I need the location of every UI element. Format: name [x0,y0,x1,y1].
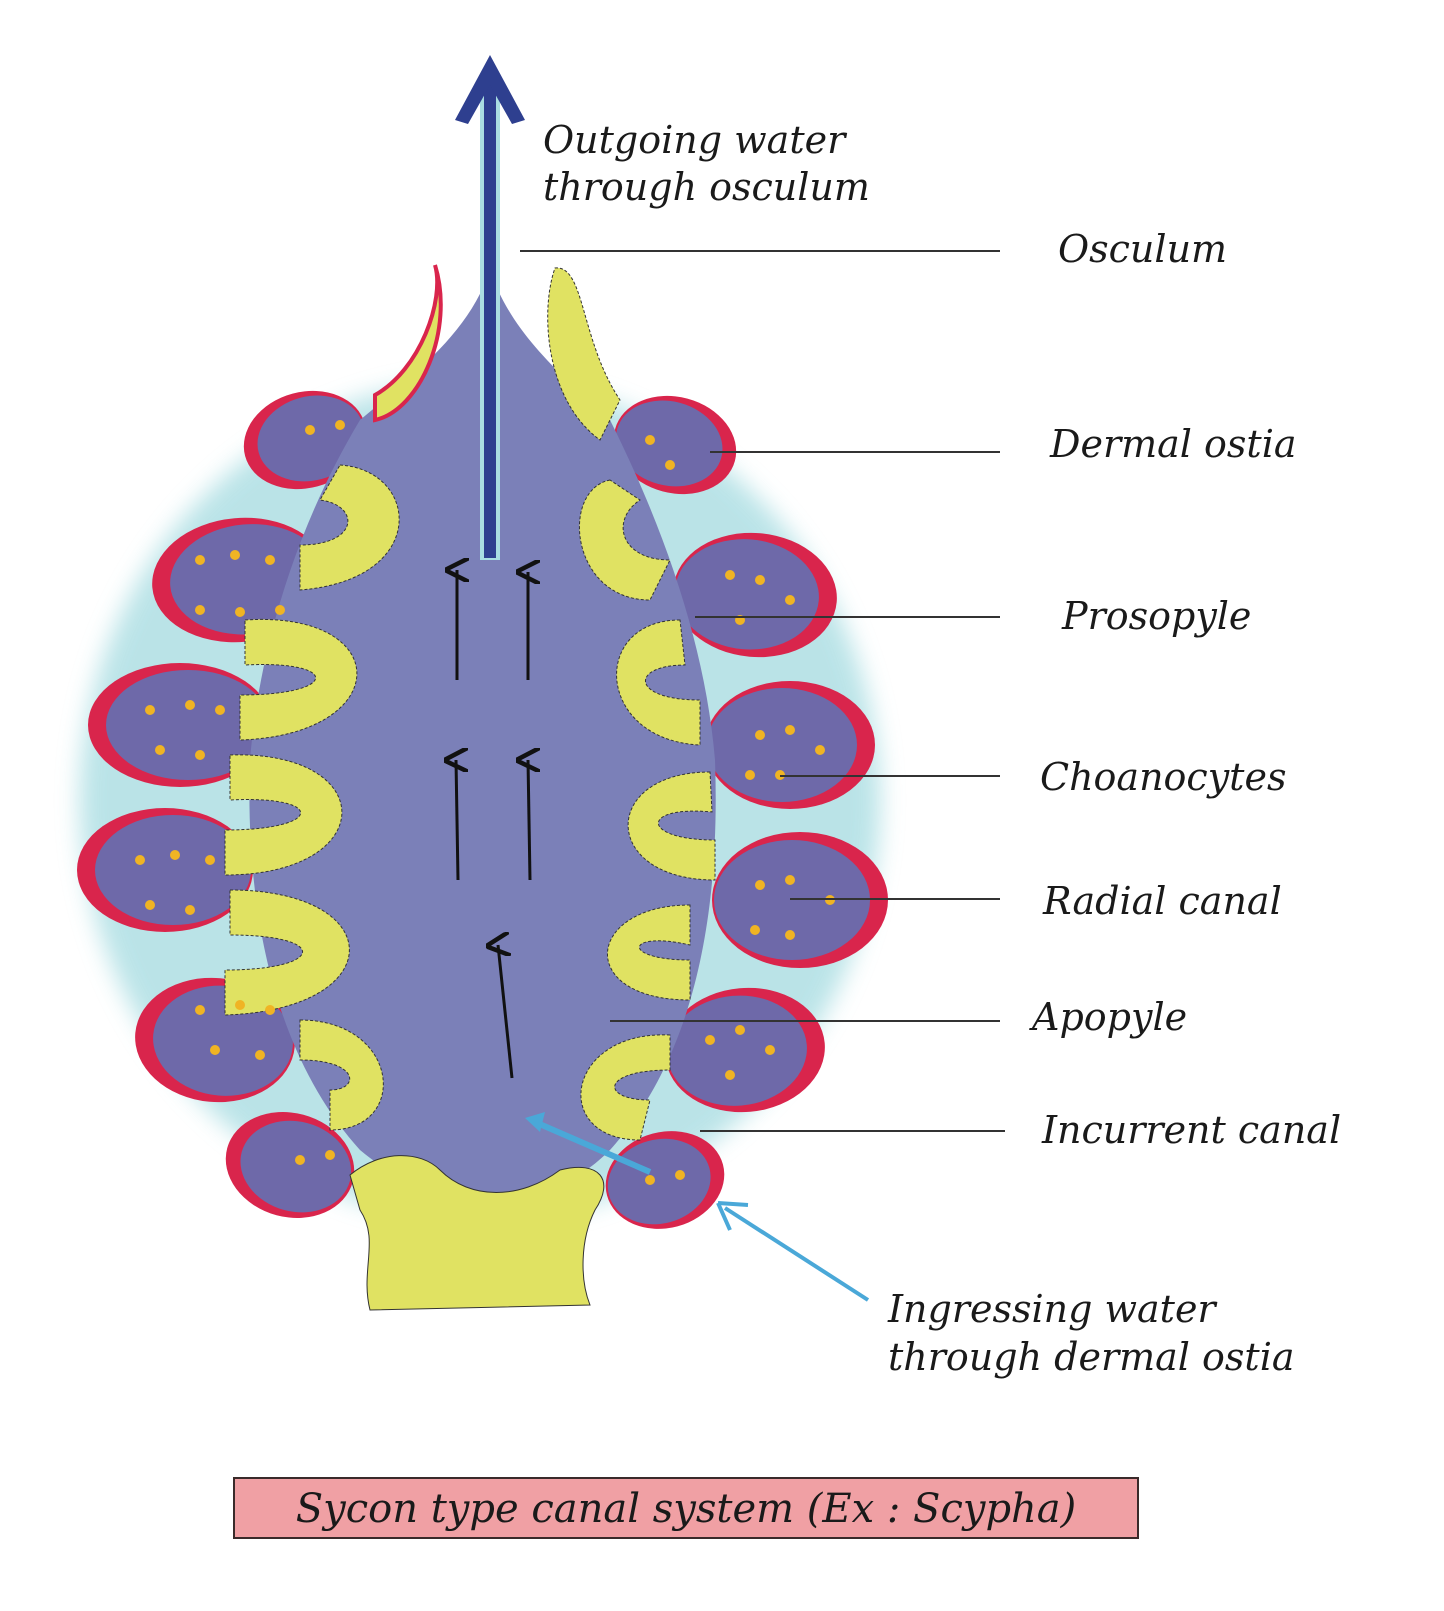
label-ingressing-line2: through dermal ostia [888,1335,1295,1379]
base-yellow [349,1155,605,1311]
lobe-left [225,1112,355,1218]
label-apopyle: Apopyle [1029,995,1187,1039]
lobe-left [77,808,253,932]
leader-lines [520,250,1005,1132]
label-osculum: Osculum [1058,227,1227,271]
lobe-right [673,532,837,658]
flow-arrows [456,570,530,1079]
lobe-right [613,395,737,495]
label-dermal-ostia: Dermal ostia [1049,422,1297,466]
label-radial-canal: Radial canal [1042,879,1282,923]
lobe-right [665,987,825,1113]
outgoing-water-arrow [455,55,525,560]
caption-box [233,1477,1139,1539]
label-choanocytes: Choanocytes [1040,755,1286,799]
label-outgoing-line2: through osculum [543,165,870,209]
incurrent-canals [224,264,716,1311]
radial-canals [77,390,888,1229]
lobe-left [88,663,272,787]
lobe-right [705,681,875,809]
label-ingressing-line1: Ingressing water [887,1287,1218,1331]
label-prosopyle: Prosopyle [1061,594,1251,638]
lobe-right [605,1131,725,1229]
ingressing-water-arrow [716,1201,870,1302]
incoming-inner-arrow [525,1112,652,1175]
label-incurrent-canal: Incurrent canal [1041,1108,1341,1152]
label-outgoing-line1: Outgoing water [543,118,848,162]
caption-text: Sycon type canal system (Ex : Scypha) [296,1486,1077,1532]
